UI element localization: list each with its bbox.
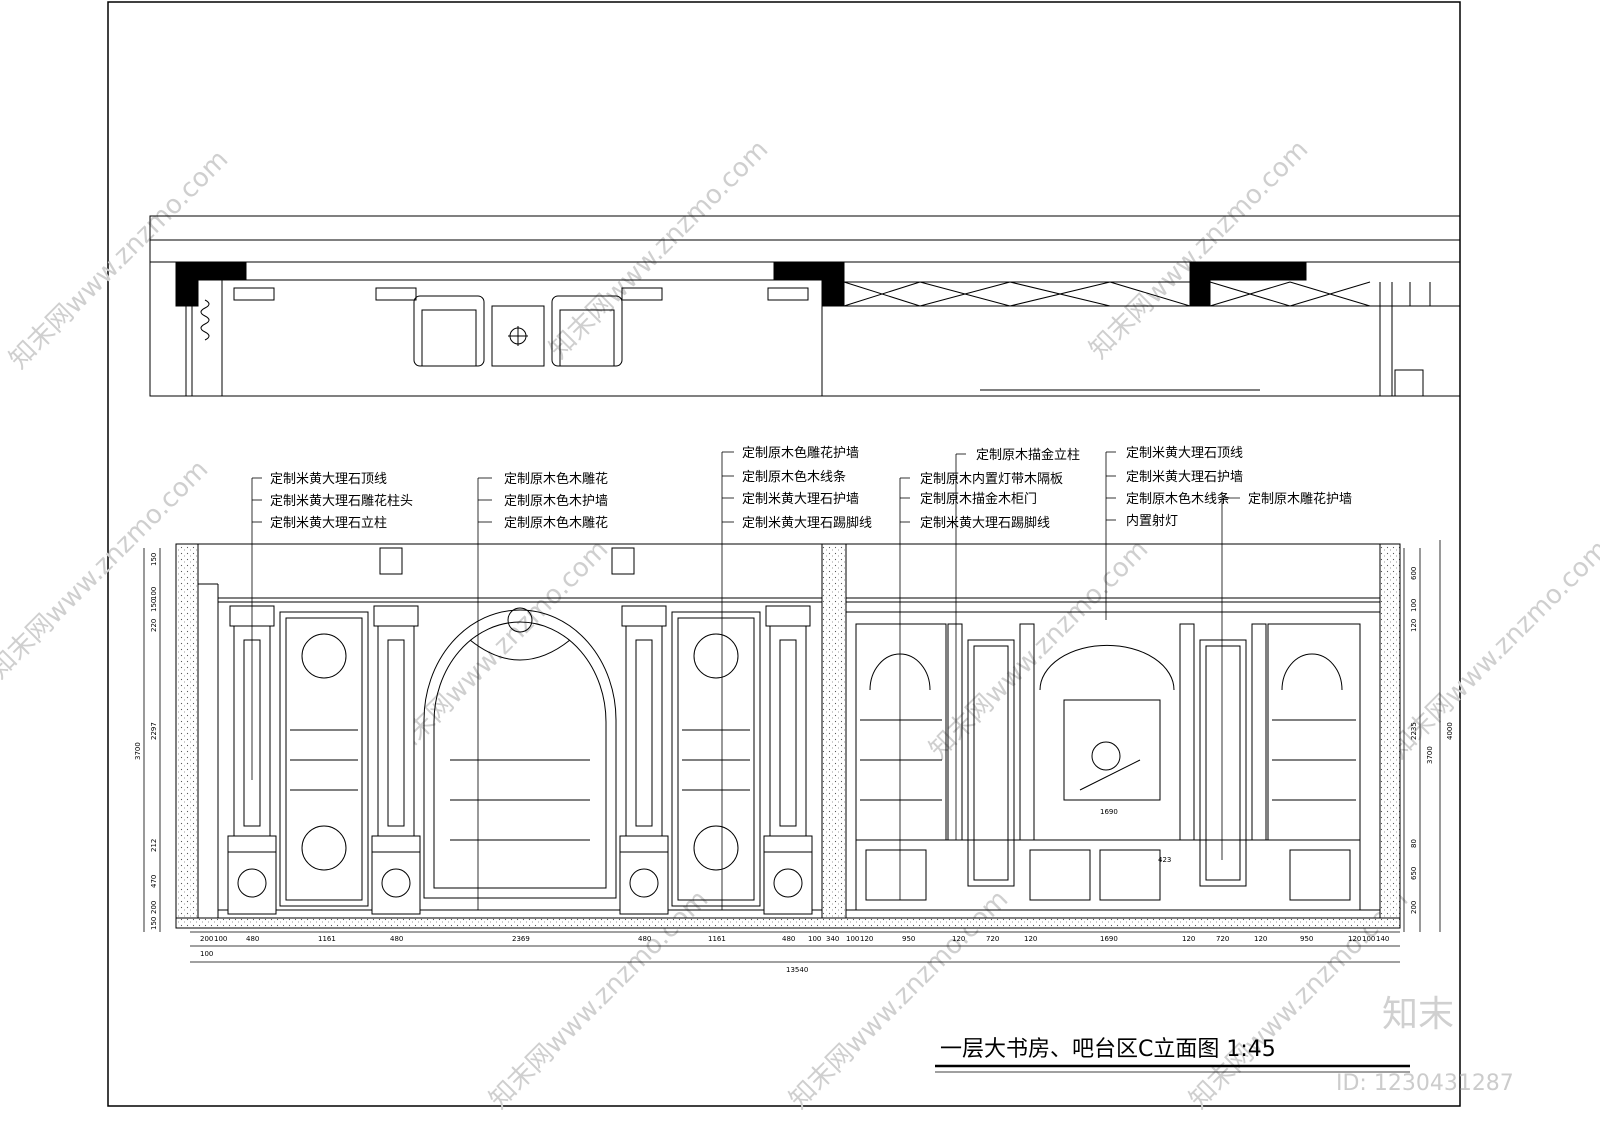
dimension-text: 120 xyxy=(860,935,873,943)
watermark-text: 知末网www.znzmo.com xyxy=(4,144,235,375)
watermark-text: 知末网www.znzmo.com xyxy=(544,134,775,365)
image-id-watermark: ID: 1230431287 xyxy=(1336,1071,1514,1096)
dimension-text: 480 xyxy=(638,935,651,943)
dimension-text: 600 xyxy=(1410,567,1418,580)
callout-group-3: 定制原木色雕花护墙 定制原木色木线条 定制米黄大理石护墙 定制米黄大理石踢脚线 xyxy=(742,445,872,531)
dimension-text: 1690 xyxy=(1100,808,1118,816)
watermark-text: 知末网www.znzmo.com xyxy=(924,534,1155,765)
dimension-text: 150 xyxy=(150,553,158,566)
callout-label: 定制米黄大理石护墙 xyxy=(1126,470,1243,485)
callout-label: 定制原木雕花护墙 xyxy=(1248,491,1352,507)
dimension-text: 340 xyxy=(826,935,839,943)
callout-group-1: 定制米黄大理石顶线 定制米黄大理石雕花柱头 定制米黄大理石立柱 xyxy=(270,472,413,531)
dimension-text: 470 xyxy=(150,875,158,888)
dimension-text: 100 xyxy=(214,935,227,943)
dimension-text: 2235 xyxy=(1410,722,1418,740)
dimension-text: 1690 xyxy=(1100,935,1118,943)
bar-cabinetry xyxy=(855,623,1361,911)
dimension-text: 2297 xyxy=(150,722,158,740)
dimension-text: 120 xyxy=(1182,935,1195,943)
callout-label: 定制米黄大理石踢脚线 xyxy=(742,515,872,531)
dimension-text: 650 xyxy=(1410,867,1418,880)
callout-label: 定制原木色木雕花 xyxy=(504,471,608,487)
callout-group-2: 定制原木色木雕花 定制原木色木护墙 定制原木色木雕花 xyxy=(504,471,608,531)
callout-group-5: 定制米黄大理石顶线 定制米黄大理石护墙 定制原木色木线条 内置射灯 定制原木雕花… xyxy=(1126,446,1352,529)
dimension-text: 100 xyxy=(1410,599,1418,612)
dimension-column-left: 150 100 150 220 2297 212 470 200 150 370… xyxy=(134,553,158,930)
dimension-text: 950 xyxy=(1300,935,1313,943)
dimension-text: 950 xyxy=(902,935,915,943)
marble-columns xyxy=(227,605,813,915)
dimension-text: 200 xyxy=(200,935,213,943)
dimension-text: 423 xyxy=(1158,856,1171,864)
dimension-text: 4000 xyxy=(1446,722,1454,740)
dimension-text: 3700 xyxy=(134,742,142,760)
watermark-text: 知末网www.znzmo.com xyxy=(1084,134,1315,365)
dimension-text: 480 xyxy=(246,935,259,943)
callout-label: 定制米黄大理石立柱 xyxy=(270,516,387,531)
dimension-text: 140 xyxy=(1376,935,1389,943)
callout-label: 定制米黄大理石顶线 xyxy=(270,472,387,487)
dimension-text: 720 xyxy=(986,935,999,943)
callout-label: 定制米黄大理石踢脚线 xyxy=(920,515,1050,531)
callout-label: 定制米黄大理石雕花柱头 xyxy=(270,493,413,509)
dimension-text: 120 xyxy=(952,935,965,943)
ceiling-plan-strip xyxy=(149,215,1461,397)
dimension-row-bottom: 200 100 480 1161 480 2369 480 1161 480 1… xyxy=(200,935,1389,974)
dimension-text: 480 xyxy=(782,935,795,943)
dimension-text: 1161 xyxy=(708,935,726,943)
callout-label: 定制原木色木线条 xyxy=(742,469,846,485)
callout-label: 内置射灯 xyxy=(1126,513,1178,529)
dimension-text: 100 xyxy=(808,935,821,943)
callout-label: 定制原木色雕花护墙 xyxy=(742,445,859,461)
dimension-text: 13540 xyxy=(786,966,808,974)
dimension-text: 720 xyxy=(1216,935,1229,943)
callout-label: 定制原木描金木柜门 xyxy=(920,491,1037,507)
dimension-inner-labels: 1690 423 xyxy=(1100,808,1171,864)
callout-label: 定制原木内置灯带木隔板 xyxy=(920,471,1063,487)
dimension-text: 150 xyxy=(150,599,158,612)
dimension-lines xyxy=(143,540,1441,963)
dimension-text: 212 xyxy=(150,839,158,852)
callout-label: 定制原木色木线条 xyxy=(1126,491,1230,507)
dimension-text: 1161 xyxy=(318,935,336,943)
callout-label: 定制原木色木雕花 xyxy=(504,515,608,531)
dimension-text: 120 xyxy=(1024,935,1037,943)
dimension-text: 120 xyxy=(1254,935,1267,943)
sheet-border xyxy=(107,1,1461,1107)
dimension-text: 80 xyxy=(1410,839,1418,848)
dimension-text: 120 xyxy=(1348,935,1361,943)
callout-label: 定制原木色木护墙 xyxy=(504,493,608,509)
dimension-text: 100 xyxy=(200,950,213,958)
dimension-text: 200 xyxy=(150,901,158,914)
dimension-text: 100 xyxy=(846,935,859,943)
callout-group-4: 定制原木描金立柱 定制原木内置灯带木隔板 定制原木描金木柜门 定制米黄大理石踢脚… xyxy=(920,447,1080,531)
dimension-text: 220 xyxy=(150,619,158,632)
elevation-frame xyxy=(175,543,1401,929)
dimension-text: 150 xyxy=(150,917,158,930)
callout-label: 定制米黄大理石护墙 xyxy=(742,492,859,507)
dimension-text: 200 xyxy=(1410,901,1418,914)
carved-wood-panels xyxy=(279,607,761,907)
dimension-text: 2369 xyxy=(512,935,530,943)
drawing-title: 一层大书房、吧台区C立面图 1:45 xyxy=(940,1037,1276,1062)
dimension-text: 3700 xyxy=(1426,746,1434,764)
dimension-text: 120 xyxy=(1410,619,1418,632)
brand-watermark: 知末 xyxy=(1382,994,1454,1035)
dimension-column-right: 600 100 120 2235 80 650 200 3700 4000 xyxy=(1410,567,1454,914)
callout-label: 定制米黄大理石顶线 xyxy=(1126,446,1243,461)
dimension-text: 100 xyxy=(1362,935,1375,943)
callout-label: 定制原木描金立柱 xyxy=(976,447,1080,463)
dimension-text: 480 xyxy=(390,935,403,943)
dimension-text: 100 xyxy=(150,587,158,600)
callout-leaders xyxy=(251,451,1240,910)
